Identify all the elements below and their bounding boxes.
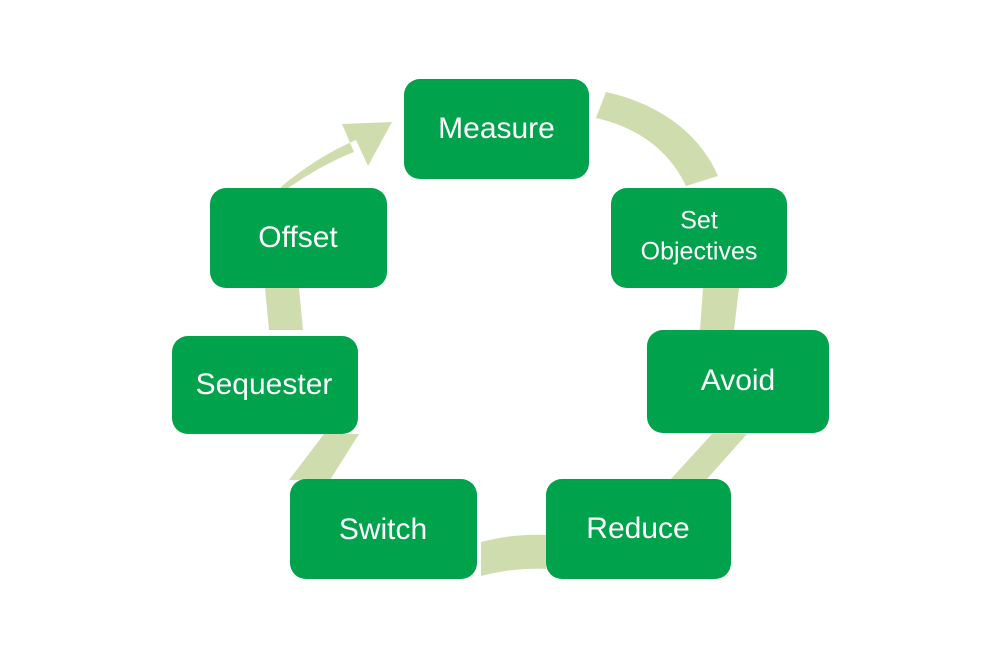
node-set-objectives-shape[interactable] <box>611 188 787 288</box>
connector-offset-to-measure-arrow <box>272 122 392 200</box>
node-switch-label: Switch <box>339 513 427 546</box>
connector-measure-to-set-objectives <box>596 92 718 186</box>
node-avoid[interactable]: Avoid <box>647 330 829 433</box>
connector-switch-to-sequester <box>289 434 359 480</box>
node-switch-shape[interactable] <box>290 479 477 579</box>
node-set-objectives-label-line1: Set <box>680 207 718 235</box>
connector-avoid-to-reduce <box>670 434 747 480</box>
node-avoid-label: Avoid <box>701 364 776 397</box>
node-set-objectives-label-line2: Objectives <box>641 238 758 266</box>
node-offset[interactable]: Offset <box>210 188 387 288</box>
connector-set-objectives-to-avoid <box>700 288 739 330</box>
node-reduce-label: Reduce <box>586 512 689 545</box>
node-sequester-label: Sequester <box>196 368 333 401</box>
connector-reduce-to-switch <box>481 534 546 576</box>
node-avoid-shape[interactable] <box>647 330 829 433</box>
node-sequester[interactable]: Sequester <box>172 336 358 434</box>
node-measure[interactable]: Measure <box>404 79 589 179</box>
node-measure-label: Measure <box>438 112 555 145</box>
node-set-objectives[interactable]: Set Objectives <box>611 188 787 288</box>
node-reduce-shape[interactable] <box>546 479 731 579</box>
node-switch[interactable]: Switch <box>290 479 477 579</box>
node-offset-label: Offset <box>258 221 338 254</box>
node-sequester-shape[interactable] <box>172 336 358 434</box>
node-reduce[interactable]: Reduce <box>546 479 731 579</box>
node-measure-shape[interactable] <box>404 79 589 179</box>
connector-sequester-to-offset <box>265 288 303 330</box>
node-offset-shape[interactable] <box>210 188 387 288</box>
